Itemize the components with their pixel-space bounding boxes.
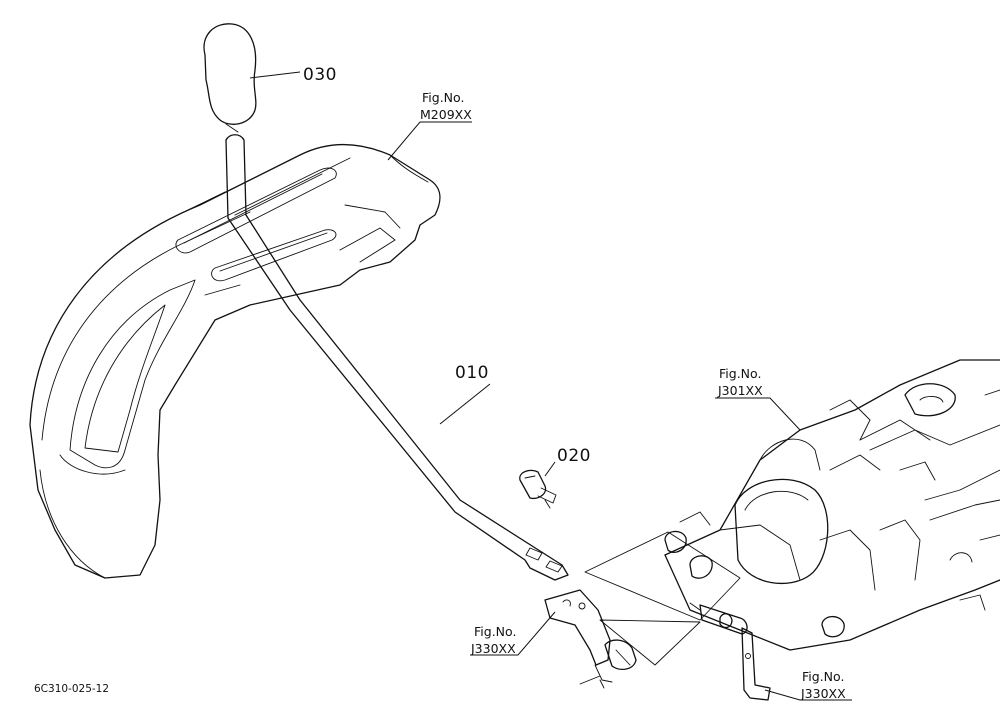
fig-ref-code-j301: J301XX — [717, 383, 763, 398]
pin-and-link — [689, 602, 771, 701]
fig-ref-title-j330-a: Fig.No. — [474, 624, 516, 639]
fig-ref-title-j301: Fig.No. — [719, 366, 761, 381]
fig-ref-code-m209: M209XX — [420, 107, 472, 122]
bolt-020 — [519, 469, 557, 509]
bracket-assembly — [544, 589, 637, 689]
drawing-code: 6C310-025-12 — [34, 683, 109, 695]
shift-lever-rod — [225, 134, 569, 581]
lever-guide-fender — [29, 143, 441, 579]
hydraulic-housing — [664, 359, 1000, 651]
lever-knob — [203, 23, 257, 133]
part-number-010: 010 — [455, 363, 489, 383]
fig-ref-code-j330-a: J330XX — [470, 641, 516, 656]
fig-ref-title-j330-b: Fig.No. — [802, 669, 844, 684]
part-number-020: 020 — [557, 446, 591, 466]
fig-ref-title-m209: Fig.No. — [422, 90, 464, 105]
fig-ref-code-j330-b: J330XX — [800, 686, 846, 701]
part-number-030: 030 — [303, 65, 337, 85]
reference-plate — [584, 531, 741, 666]
leader-lines — [249, 71, 852, 701]
